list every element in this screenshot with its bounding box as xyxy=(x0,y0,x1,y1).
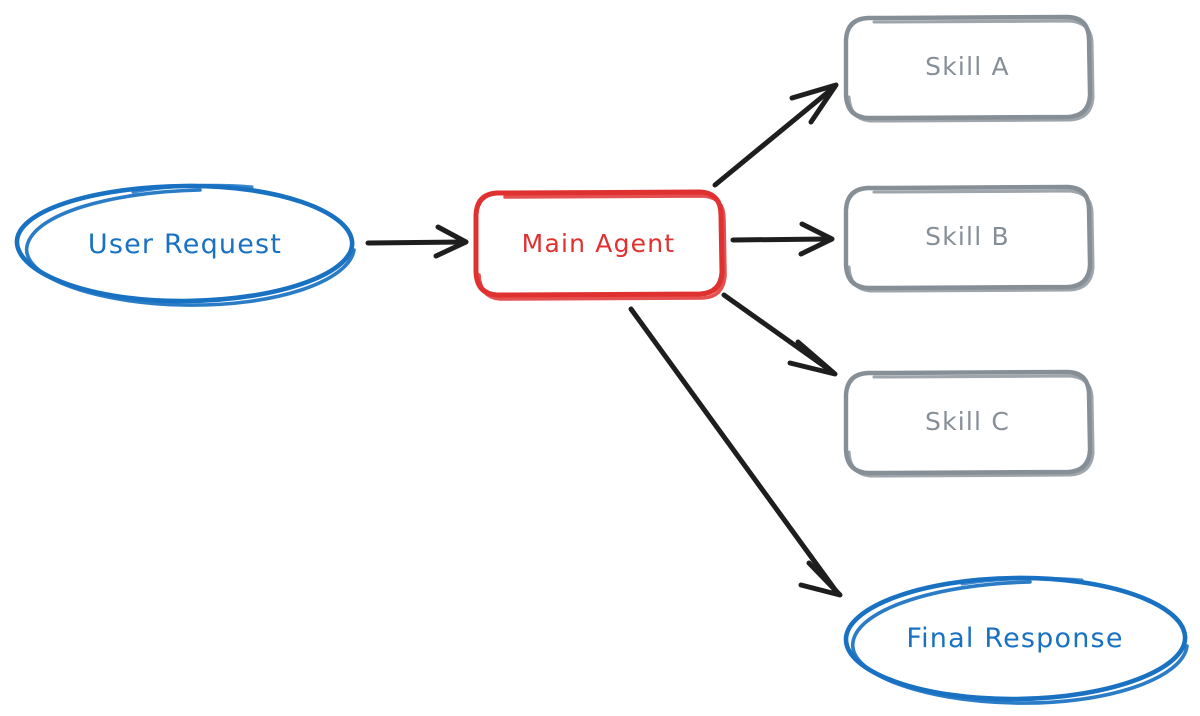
edge-user-to-agent-line xyxy=(365,239,466,246)
skill-a-rect-sketch-pass xyxy=(847,19,1095,123)
edge-agent-to-skill-a-line xyxy=(712,85,836,188)
node-skill-b[interactable] xyxy=(843,184,1095,293)
node-final-response[interactable] xyxy=(843,575,1189,705)
edge-user-to-agent-arrowhead xyxy=(433,224,469,259)
edge-agent-to-final-line xyxy=(628,306,839,594)
main-agent-rect-outline xyxy=(473,189,725,298)
edge-agent-to-final xyxy=(628,306,843,598)
skill-b-rect-outline xyxy=(843,184,1093,291)
edge-agent-to-skill-a xyxy=(712,82,839,188)
node-main-agent[interactable] xyxy=(473,189,727,301)
user-request-ellipse-sketch-pass xyxy=(25,188,356,307)
edge-agent-to-skill-b xyxy=(730,221,835,257)
skill-a-rect-outline xyxy=(843,14,1093,121)
final-response-ellipse-overshoot xyxy=(960,576,1084,586)
node-user-request[interactable] xyxy=(14,183,356,307)
user-request-ellipse-overshoot xyxy=(131,183,254,194)
node-skill-c[interactable] xyxy=(843,369,1095,478)
edge-user-to-agent xyxy=(365,224,469,259)
skill-c-rect-sketch-pass xyxy=(847,374,1095,478)
main-agent-rect-sketch-pass xyxy=(477,194,727,301)
edge-agent-to-skill-c-arrowhead xyxy=(787,339,838,377)
edge-agent-to-skill-b-line xyxy=(730,236,831,243)
node-skill-a[interactable] xyxy=(843,14,1095,123)
edge-agent-to-skill-c xyxy=(721,292,838,377)
edge-agent-to-final-arrowhead xyxy=(798,560,843,598)
final-response-ellipse-outline xyxy=(843,575,1188,702)
edge-agent-to-skill-a-arrowhead xyxy=(789,82,839,125)
skill-b-rect-sketch-pass xyxy=(847,189,1095,293)
final-response-ellipse-sketch-pass xyxy=(851,580,1189,705)
edge-agent-to-skill-b-arrowhead xyxy=(798,221,835,257)
skill-c-rect-outline xyxy=(843,369,1093,476)
user-request-ellipse-outline xyxy=(14,183,355,304)
